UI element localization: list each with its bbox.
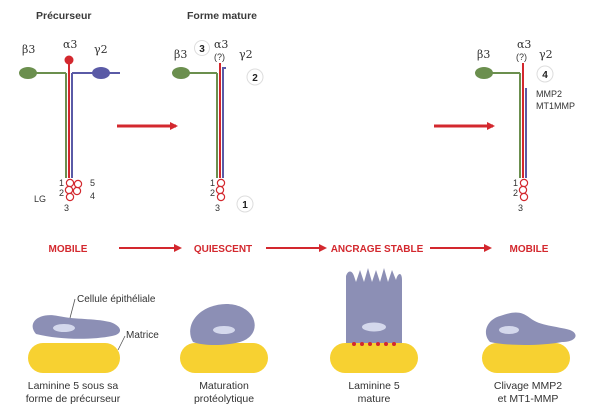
gamma2-label: γ2 (94, 43, 108, 56)
beta3-label-cleaved: β3 (477, 48, 490, 61)
caption-2-line-2: protéolytique (194, 393, 254, 405)
epithelial-cell-1 (32, 315, 121, 339)
matrix-block-3 (330, 343, 418, 373)
caption-2-line-1: Maturation (199, 380, 249, 392)
badge-2-circle (246, 68, 264, 86)
leader-cell (69, 298, 76, 319)
unknown-label-mature: (?) (214, 52, 225, 62)
lg-num-3: 3 (64, 203, 69, 213)
state-mobile-2: MOBILE (510, 244, 549, 255)
beta3-domain (19, 67, 37, 79)
cell-stage-2 (180, 304, 268, 373)
badge-3: 3 (199, 44, 205, 55)
badge-1-circle (236, 195, 254, 213)
gamma2-label-cleaved: γ2 (539, 48, 553, 61)
state-quiescent: QUIESCENT (194, 244, 252, 255)
caption-4-line-1: Clivage MMP2 (494, 380, 562, 392)
lg-num-1: 1 (59, 178, 64, 188)
lg-num-1-mature: 1 (210, 178, 215, 188)
badge-1: 1 (242, 200, 248, 211)
header-precursor: Précurseur (36, 10, 91, 22)
matrix-block-1 (28, 343, 120, 373)
header-mature: Forme mature (187, 10, 257, 22)
matrix-block-4 (482, 343, 570, 373)
alpha3-label-mature: α3 (214, 38, 228, 51)
cleaved-molecule: β3 α3 (?) γ2 4 MMP2 MT1MMP 1 2 3 (475, 38, 575, 213)
alpha3-label-cleaved: α3 (517, 38, 531, 51)
nucleus-3 (362, 322, 386, 332)
precursor-molecule: β3 α3 γ2 LG 1 2 3 5 4 (19, 38, 120, 213)
epithelial-cell-3 (346, 268, 402, 343)
beta3-domain-cleaved (475, 67, 493, 79)
lg-num-2-mature: 2 (210, 188, 215, 198)
caption-3-line-1: Laminine 5 (348, 380, 400, 392)
alpha3-domain (64, 55, 74, 65)
unknown-label-cleaved: (?) (516, 52, 527, 62)
alpha3-label: α3 (63, 38, 77, 51)
hemidesmosome-dots (352, 342, 396, 346)
nucleus-4 (499, 326, 519, 334)
lg-num-3-cleaved: 3 (518, 203, 523, 213)
cell-stage-1 (28, 298, 126, 373)
lg-num-5: 5 (90, 178, 95, 188)
nucleus-1 (53, 324, 75, 332)
leader-matrix (117, 335, 126, 351)
label-matrix: Matrice (126, 330, 159, 341)
mature-molecule: β3 α3 (?) γ2 3 2 1 2 3 1 (172, 38, 264, 213)
beta3-label: β3 (22, 43, 35, 56)
beta3-label-mature: β3 (174, 48, 187, 61)
badge-4: 4 (542, 70, 548, 81)
lg-domains (64, 178, 83, 202)
badge-2: 2 (252, 73, 258, 84)
gamma2-domain (92, 67, 110, 79)
label-epithelial-cell: Cellule épithéliale (77, 294, 156, 305)
cell-stage-3 (330, 268, 418, 373)
caption-3-line-2: mature (358, 393, 391, 405)
lg-num-1-cleaved: 1 (513, 178, 518, 188)
epithelial-cell-2 (190, 304, 255, 345)
enzyme-mt1mmp: MT1MMP (536, 101, 575, 111)
caption-1-line-2: forme de précurseur (26, 393, 121, 405)
epithelial-cell-4 (485, 312, 576, 345)
gamma2-label-mature: γ2 (239, 48, 253, 61)
lg-num-3-mature: 3 (215, 203, 220, 213)
beta3-domain-mature (172, 67, 190, 79)
lg-label: LG (34, 194, 46, 204)
state-mobile-1: MOBILE (49, 244, 88, 255)
badge-4-circle (536, 65, 554, 83)
lg-domains-cleaved (518, 178, 529, 202)
lg-num-2-cleaved: 2 (513, 188, 518, 198)
lg-num-2: 2 (59, 188, 64, 198)
caption-4-line-2: et MT1-MMP (498, 393, 559, 405)
cell-stage-4 (482, 312, 576, 373)
badge-3-circle (194, 40, 210, 56)
matrix-block-2 (180, 343, 268, 373)
enzyme-mmp2: MMP2 (536, 89, 562, 99)
lg-domains-mature (215, 178, 226, 202)
lg-num-4: 4 (90, 191, 95, 201)
state-anchorage: ANCRAGE STABLE (331, 244, 424, 255)
caption-1-line-1: Laminine 5 sous sa (28, 380, 119, 392)
nucleus-2 (213, 326, 235, 334)
